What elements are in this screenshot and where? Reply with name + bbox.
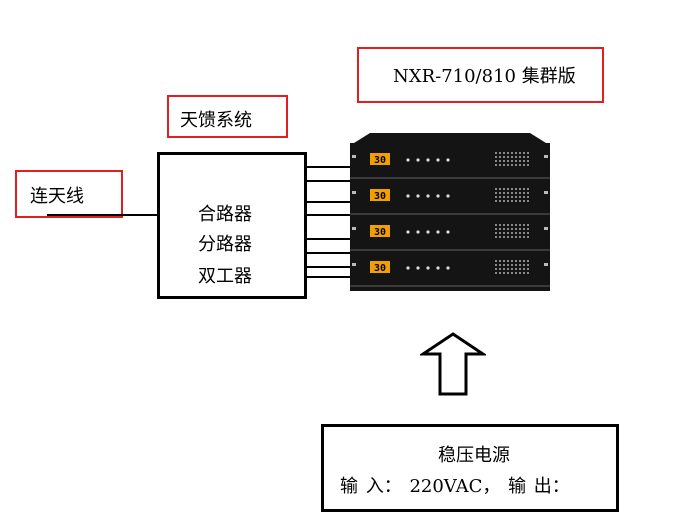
led-dot [416, 158, 420, 162]
antenna-wire [47, 214, 159, 216]
led-dot [436, 194, 440, 198]
connection-wire [307, 214, 355, 216]
rack-unit: 30 [350, 251, 550, 287]
unit-display [370, 189, 390, 201]
led-dot [436, 266, 440, 270]
led-dot [416, 230, 420, 234]
led-dot [426, 266, 430, 270]
repeater-rack: 30 30 30 30 [350, 133, 550, 291]
power-specs: 输 入： 220VAC， 输 出： [340, 476, 570, 497]
splitter-label: 分路器 [198, 234, 252, 255]
led-dot [436, 158, 440, 162]
connection-wire [307, 180, 355, 182]
rack-unit: 30 [350, 215, 550, 251]
led-dot [446, 230, 450, 234]
led-dot [416, 194, 420, 198]
unit-display-text: 30 [374, 227, 386, 238]
power-supply-box [321, 424, 619, 512]
led-dot [426, 230, 430, 234]
unit-display [370, 153, 390, 165]
led-dot [436, 230, 440, 234]
feeder-system-label: 天馈系统 [180, 110, 252, 131]
connection-wire [307, 276, 355, 278]
model-callout [357, 47, 604, 103]
connection-wire [307, 166, 355, 168]
unit-display [370, 225, 390, 237]
up-arrow-icon [420, 332, 486, 396]
combiner-splitter-duplexer-box [157, 152, 307, 299]
rack-top [354, 133, 546, 143]
rack-unit: 30 [350, 179, 550, 215]
antenna-callout [15, 170, 123, 218]
power-title: 稳压电源 [438, 445, 510, 466]
led-dot [406, 230, 410, 234]
led-dot [416, 266, 420, 270]
unit-display-text: 30 [374, 191, 386, 202]
rack-base [350, 287, 550, 291]
connection-wire [307, 266, 355, 268]
led-dot [446, 266, 450, 270]
feeder-system-callout [167, 95, 288, 138]
unit-display [370, 261, 390, 273]
led-dot [426, 194, 430, 198]
antenna-label: 连天线 [30, 186, 84, 207]
led-dot [406, 158, 410, 162]
unit-display-text: 30 [374, 263, 386, 274]
led-dot [406, 194, 410, 198]
led-dot [446, 158, 450, 162]
connection-wire [307, 201, 355, 203]
connection-wire [307, 238, 355, 240]
model-label: NXR-710/810 集群版 [393, 66, 576, 87]
duplexer-label: 双工器 [198, 266, 252, 287]
led-dot [446, 194, 450, 198]
rack-unit: 30 [350, 143, 550, 179]
led-dot [426, 158, 430, 162]
led-dot [406, 266, 410, 270]
connection-wire [307, 252, 355, 254]
combiner-label: 合路器 [198, 204, 252, 225]
unit-display-text: 30 [374, 155, 386, 166]
